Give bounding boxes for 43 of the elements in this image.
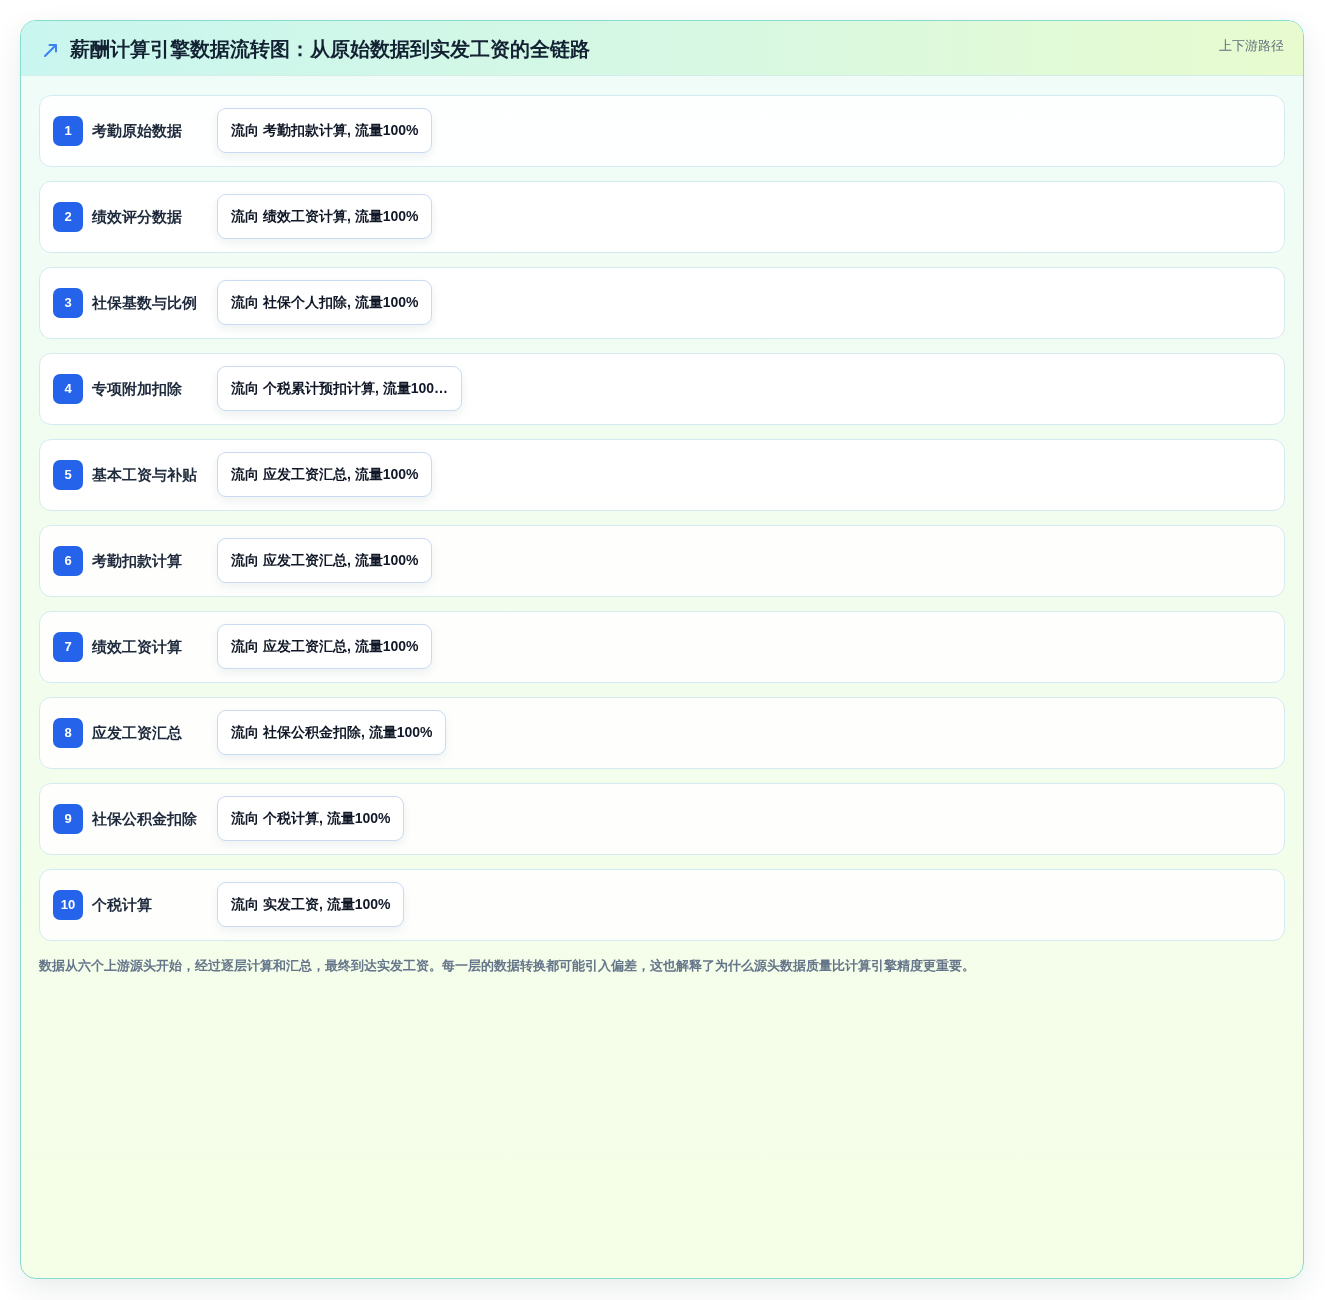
row-card	[39, 697, 1285, 769]
item-name: 个税计算	[92, 895, 152, 915]
number-badge: 1	[53, 116, 83, 146]
flow-tag: 流向 应发工资汇总, 流量100%	[217, 538, 433, 583]
number-badge: 2	[53, 202, 83, 232]
item-name: 应发工资汇总	[92, 723, 182, 743]
item-name: 考勤原始数据	[92, 121, 182, 141]
flow-tag: 流向 应发工资汇总, 流量100%	[217, 624, 433, 669]
flow-tag: 流向 个税计算, 流量100%	[217, 796, 405, 841]
item-name: 绩效工资计算	[92, 637, 182, 657]
number-badge: 9	[53, 804, 83, 834]
flow-tag: 流向 实发工资, 流量100%	[217, 882, 405, 927]
flow-tag: 流向 绩效工资计算, 流量100%	[217, 194, 433, 239]
diagram-title: 薪酬计算引擎数据流转图：从原始数据到实发工资的全链路	[70, 37, 590, 62]
item-name: 社保基数与比例	[92, 293, 197, 313]
number-badge: 7	[53, 632, 83, 662]
item-name: 考勤扣款计算	[92, 551, 182, 571]
item-name: 绩效评分数据	[92, 207, 182, 227]
row-card	[39, 525, 1285, 597]
row-card	[39, 439, 1285, 511]
flow-tag: 流向 考勤扣款计算, 流量100%	[217, 108, 433, 153]
number-badge: 3	[53, 288, 83, 318]
row-card	[39, 353, 1285, 425]
flow-tag: 流向 社保公积金扣除, 流量100%	[217, 710, 447, 755]
row-card	[39, 95, 1285, 167]
row-card	[39, 267, 1285, 339]
flow-tag: 流向 应发工资汇总, 流量100%	[217, 452, 433, 497]
number-badge: 8	[53, 718, 83, 748]
item-name: 基本工资与补贴	[92, 465, 197, 485]
row-card	[39, 783, 1285, 855]
row-card	[39, 611, 1285, 683]
row-card	[39, 181, 1285, 253]
header-note: 上下游路径	[1219, 37, 1284, 55]
row-card	[39, 869, 1285, 941]
flow-tag: 流向 社保个人扣除, 流量100%	[217, 280, 433, 325]
item-name: 社保公积金扣除	[92, 809, 197, 829]
number-badge: 5	[53, 460, 83, 490]
caption-text: 数据从六个上游源头开始，经过逐层计算和汇总，最终到达实发工资。每一层的数据转换都可能引入偏差，这也解释了为什么源头数据质量比计算引擎精度更重要。	[39, 957, 975, 975]
number-badge: 6	[53, 546, 83, 576]
number-badge: 4	[53, 374, 83, 404]
flow-tag: 流向 个税累计预扣计算, 流量100…	[217, 366, 463, 411]
number-badge: 10	[53, 890, 83, 920]
item-name: 专项附加扣除	[92, 379, 182, 399]
